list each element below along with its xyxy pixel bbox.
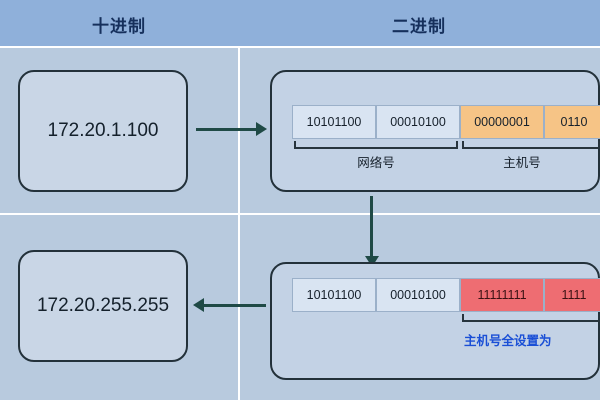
divider-header (0, 46, 600, 48)
arrow-row2-line (204, 304, 266, 307)
byte-cell: 00010100 (376, 278, 460, 312)
decimal-value-row2: 172.20.255.255 (36, 295, 170, 316)
note-host-all-ones: 主机号全设置为 (464, 334, 552, 348)
arrow-row1-line (196, 128, 258, 131)
brace-host-row1 (462, 141, 600, 149)
byte-cell: 10101100 (292, 278, 376, 312)
header-decimal: 十进制 (0, 0, 240, 48)
byte-cell: 1111 (544, 278, 600, 312)
divider-rows (0, 213, 600, 215)
byte-cell: 00000001 (460, 105, 544, 139)
byte-cell: 00010100 (376, 105, 460, 139)
decimal-value-row1: 172.20.1.100 (47, 120, 159, 141)
byte-cells-row2: 10101100 00010100 11111111 1111 (292, 278, 600, 312)
arrow-vertical-line (370, 196, 373, 258)
label-host-row1: 主机号 (503, 156, 541, 170)
header-binary: 二进制 (238, 0, 600, 48)
brace-network-row1 (294, 141, 458, 149)
label-network-row1: 网络号 (357, 156, 395, 170)
byte-cell: 10101100 (292, 105, 376, 139)
decimal-box-row2: 172.20.255.255 (18, 250, 188, 362)
arrow-row1-head (256, 122, 267, 136)
arrow-row2-head (193, 298, 204, 312)
byte-cell: 0110 (544, 105, 600, 139)
byte-cells-row1: 10101100 00010100 00000001 0110 (292, 105, 600, 139)
decimal-box-row1: 172.20.1.100 (18, 70, 188, 192)
brace-host-row2 (462, 314, 600, 322)
arrow-vertical-head (365, 256, 379, 267)
byte-cell: 11111111 (460, 278, 544, 312)
divider-columns (238, 48, 240, 400)
